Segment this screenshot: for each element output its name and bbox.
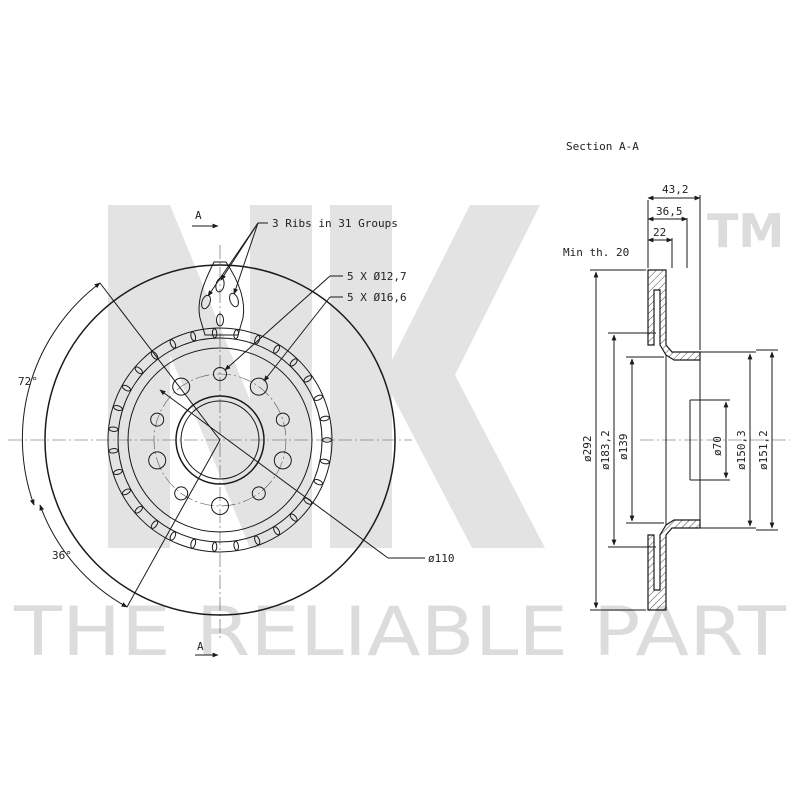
vent-slot — [108, 448, 119, 454]
nk-logo-shape — [108, 205, 545, 548]
dim-22-label: 22 — [653, 226, 666, 239]
bolt-hole-small — [251, 486, 266, 501]
rib-3 — [229, 292, 239, 308]
bolt-hole-large — [249, 377, 268, 396]
vent-slot — [273, 344, 281, 354]
vent-slots — [108, 328, 332, 552]
rib-4 — [216, 313, 224, 327]
hub-diameter-label: ø110 — [428, 552, 455, 565]
vent-slot — [169, 339, 177, 349]
dim-70-label: ø70 — [711, 436, 724, 456]
vent-slot — [289, 358, 298, 367]
angle-72-arc — [21, 282, 101, 506]
vent-slot — [273, 526, 281, 536]
bolt-hole-large — [211, 497, 229, 515]
ribs-leader-3 — [233, 222, 259, 295]
dim-43-label: 43,2 — [662, 183, 689, 196]
vent-slot — [211, 541, 218, 552]
vent-slot — [211, 328, 218, 339]
section-view: Section A-A 43,2 36,5 22 Min th. 20 ø292… — [563, 140, 790, 611]
hub-diameter-leader — [159, 389, 389, 559]
hub-outer-circle — [127, 347, 313, 533]
vent-slot — [121, 384, 131, 392]
bolt-holes-large-label: 5 X Ø16,6 — [347, 291, 407, 304]
dim-36-label: 36,5 — [656, 205, 683, 218]
bolt-holes — [148, 367, 292, 515]
angle-ref-line-2 — [126, 439, 221, 608]
vent-slot — [254, 535, 261, 546]
bolt-hole-large — [172, 377, 191, 396]
bolt-hole-large — [148, 451, 167, 470]
vent-slot — [313, 479, 324, 486]
disc-cross-section-bottom — [647, 519, 701, 611]
vent-slot — [289, 513, 298, 522]
vent-slot — [134, 366, 144, 375]
bolt-hole-small — [275, 412, 290, 427]
vent-slot — [313, 394, 324, 401]
dim-139-label: ø139 — [617, 434, 630, 461]
dim-292-label: ø292 — [581, 436, 594, 463]
ribs-note: 3 Ribs in 31 Groups — [272, 217, 398, 230]
vent-slot — [108, 426, 119, 432]
angle-36-arc — [39, 504, 128, 608]
trademark-text: TM — [707, 204, 784, 258]
vent-slot — [319, 458, 330, 465]
vent-slot — [190, 538, 197, 549]
vent-slot — [319, 415, 330, 422]
vent-slot — [150, 520, 159, 529]
vent-slot — [113, 405, 123, 411]
bolt-holes-small-label: 5 X Ø12,7 — [347, 270, 407, 283]
bolt-large-leader — [263, 296, 331, 382]
bolt-hole-small — [174, 486, 189, 501]
vent-slot — [134, 505, 144, 514]
bolt-hole-small — [213, 367, 227, 381]
rib-detail-outline — [198, 261, 245, 336]
vent-slot — [121, 488, 131, 496]
angle-72-label: 72° — [18, 375, 38, 388]
vent-slot — [254, 334, 261, 345]
center-bore — [175, 395, 265, 485]
angle-36-label: 36° — [52, 549, 72, 562]
center-bore-chamfer — [180, 400, 260, 480]
dim-151-label: ø151,2 — [757, 430, 770, 470]
bolt-small-leader — [224, 275, 331, 371]
angle-ref-line-1 — [99, 282, 221, 441]
vent-slot — [303, 375, 313, 383]
dim-150-label: ø150,3 — [735, 430, 748, 470]
bolt-circle — [153, 373, 287, 507]
section-marker-top: A — [195, 209, 202, 222]
vent-slot — [113, 469, 123, 475]
vent-slot — [322, 437, 332, 443]
dim-183-label: ø183,2 — [599, 430, 612, 470]
ribs-leader-2 — [207, 222, 259, 297]
disc-cross-section-top — [647, 269, 701, 361]
min-thickness-label: Min th. 20 — [563, 246, 629, 259]
bolt-hole-small — [150, 412, 165, 427]
section-title: Section A-A — [566, 140, 639, 153]
front-view: A A 3 Ribs in 31 Groups 5 X Ø12,7 5 X Ø1… — [8, 209, 455, 658]
vent-slot — [190, 331, 197, 342]
section-marker-bottom: A — [197, 640, 204, 653]
slogan-text: THE RELIABLE PART — [13, 593, 787, 672]
vent-slot — [150, 351, 159, 360]
bolt-hole-large — [273, 451, 292, 470]
vent-slot — [233, 540, 239, 551]
vent-slot — [169, 531, 177, 541]
